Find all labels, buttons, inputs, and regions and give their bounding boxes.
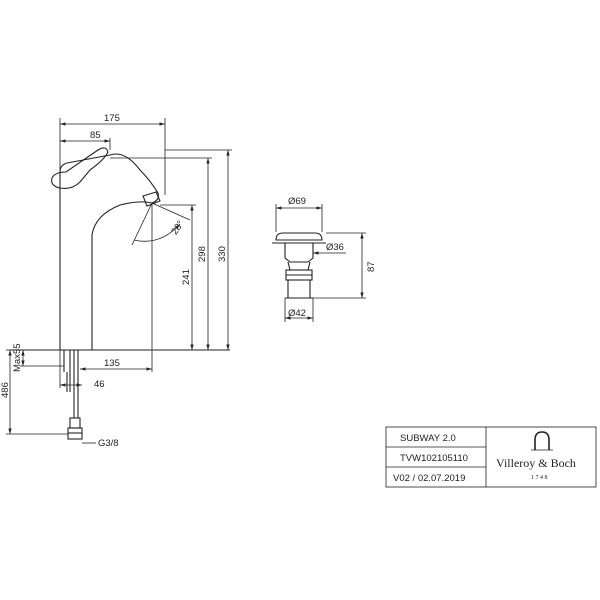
dim-waste-height: 87 (366, 261, 377, 272)
dim-handle-offset: 85 (90, 130, 101, 141)
dim-projection: 135 (104, 358, 120, 369)
waste-body (284, 243, 314, 263)
brand-name: Villeroy & Boch (496, 456, 576, 470)
dim-spout-angle: 28° (169, 219, 186, 237)
dim-cap-diameter: Ø69 (288, 196, 306, 207)
article-number: TVW102105110 (400, 453, 468, 464)
dim-lever-height: 298 (197, 246, 208, 262)
title-block: SUBWAY 2.0 TVW102105110 V02 / 02.07.2019… (385, 426, 597, 488)
dim-hose-length: 486 (0, 382, 11, 398)
dim-base-diameter: Ø42 (288, 308, 306, 319)
dim-body-diameter: Ø36 (326, 242, 344, 253)
dim-total-height: 330 (217, 246, 228, 262)
lever-handle (51, 147, 109, 189)
waste-dimensions (275, 204, 366, 322)
dim-spout-height: 241 (181, 269, 192, 285)
dim-thread: G3/8 (98, 438, 119, 449)
product-name: SUBWAY 2.0 (400, 433, 456, 444)
aerator (142, 191, 161, 207)
dim-overall-width: 175 (104, 113, 120, 124)
revision-date: V02 / 02.07.2019 (393, 473, 465, 484)
faucet-dimension-labels: 175 85 28° 241 298 330 135 46 Max55 486 … (0, 113, 228, 449)
waste-cap (275, 232, 323, 241)
hose-connector (69, 417, 81, 429)
faucet-body-outline (59, 153, 159, 351)
brand-logo: Villeroy & Boch 1748 (496, 431, 576, 481)
faucet-dimensions (6, 118, 232, 444)
waste-valve (272, 232, 326, 299)
dim-max-counter: Max55 (12, 343, 23, 372)
waste-dimension-labels: Ø69 Ø36 87 Ø42 (288, 196, 377, 319)
shank (63, 350, 79, 418)
brand-arch-icon (534, 431, 550, 450)
dim-shank-offset: 46 (94, 379, 105, 390)
brand-year: 1748 (531, 475, 549, 481)
faucet-elevation (10, 147, 230, 440)
